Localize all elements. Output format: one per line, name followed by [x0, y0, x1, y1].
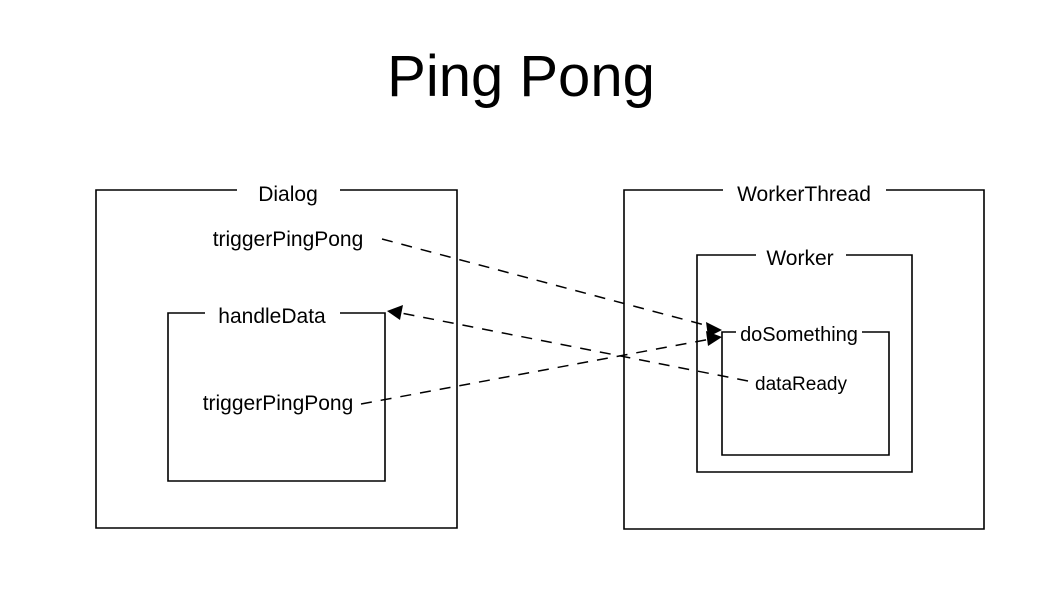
- box-dialog: Dialog: [95, 183, 458, 529]
- connection-data-ready-to-handle-data: [387, 305, 749, 382]
- box-do-something-label: doSomething: [740, 324, 858, 346]
- box-worker-thread-label: WorkerThread: [737, 183, 871, 206]
- connection-handle-data-trigger-to-do-something: [360, 331, 722, 405]
- signal-dialog-trigger-ping-pong: triggerPingPong: [213, 228, 364, 251]
- box-handle-data: handleData: [167, 305, 386, 482]
- box-dialog-label: Dialog: [258, 183, 318, 206]
- connection-dialog-trigger-to-do-something: [381, 238, 722, 337]
- box-worker-thread: WorkerThread: [623, 183, 985, 530]
- arrowhead-icon: [706, 331, 722, 346]
- box-worker: Worker: [696, 247, 913, 473]
- box-handle-data-border: [167, 312, 386, 482]
- box-worker-label: Worker: [766, 247, 833, 270]
- connection-dialog-trigger-line: [381, 238, 717, 329]
- box-dialog-border: [95, 189, 458, 529]
- signal-handle-data-trigger-ping-pong: triggerPingPong: [203, 392, 354, 415]
- diagram-title: Ping Pong: [387, 44, 655, 109]
- box-worker-border: [696, 254, 913, 473]
- signal-do-something-data-ready: dataReady: [755, 374, 847, 395]
- connection-handle-data-trigger-line: [360, 337, 717, 405]
- arrowhead-icon: [387, 305, 403, 320]
- box-do-something: doSomething: [721, 324, 890, 456]
- box-do-something-border: [721, 331, 890, 456]
- box-handle-data-label: handleData: [218, 305, 326, 328]
- box-worker-thread-border: [623, 189, 985, 530]
